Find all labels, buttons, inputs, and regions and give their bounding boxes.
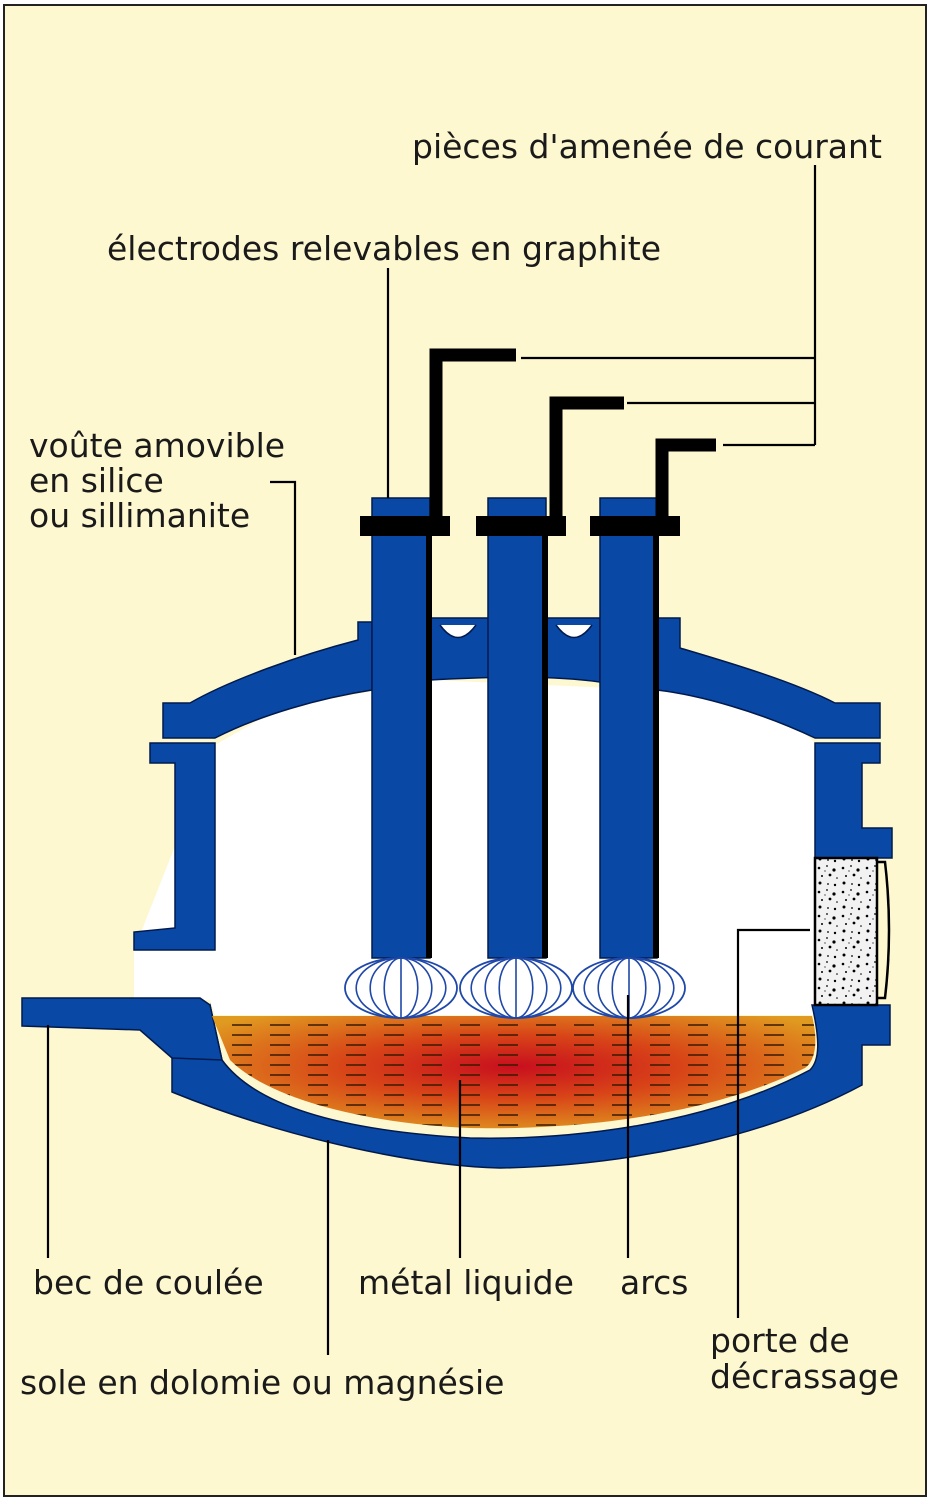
current-lead-1 [429, 348, 516, 520]
label-door-line1: porte de [710, 1321, 850, 1360]
electrode-2 [487, 497, 547, 959]
conductor-strip-3 [653, 530, 659, 958]
leader-lines [46, 165, 817, 1355]
clamp-3 [590, 516, 680, 536]
arc-3 [572, 957, 686, 1019]
electrodes [371, 497, 659, 959]
label-roof-line2: en silice [29, 461, 164, 500]
slag-door [813, 856, 879, 1007]
leader-door [736, 928, 810, 1318]
hearth-lining [171, 1003, 891, 1169]
slag-door-hinge [877, 860, 891, 1000]
roof-right [656, 617, 881, 739]
label-current-leads: pièces d'amenée de courant [412, 127, 882, 166]
label-arcs: arcs [620, 1263, 688, 1302]
current-lead-3 [655, 438, 716, 520]
arc-2 [459, 957, 573, 1019]
label-door-line2: décrassage [710, 1357, 899, 1396]
arcs [344, 957, 686, 1019]
pouring-spout [21, 997, 223, 1061]
conductor-strip-2 [542, 530, 548, 958]
liquid-metal-hatching [212, 1016, 816, 1129]
conductor-strip-1 [426, 530, 432, 958]
labels: pièces d'amenée de courant électrodes re… [20, 127, 899, 1402]
label-roof-line3: ou sillimanite [29, 496, 250, 535]
label-roof-line1: voûte amovible [29, 426, 285, 465]
leader-roof [270, 480, 297, 655]
electrode-3 [599, 497, 658, 959]
electrode-1 [371, 497, 431, 959]
clamp-1 [360, 516, 450, 536]
clamp-2 [476, 516, 566, 536]
roof-left [162, 621, 373, 739]
leader-current-leads [521, 165, 817, 447]
roof-notch-right [555, 624, 593, 639]
roof-notch-left [439, 624, 477, 639]
current-lead-2 [549, 396, 624, 520]
label-hearth: sole en dolomie ou magnésie [20, 1363, 504, 1402]
arc-1 [344, 957, 458, 1019]
current-lead-pieces [360, 348, 716, 536]
label-liquid-metal: métal liquide [358, 1263, 574, 1302]
left-wall [133, 742, 216, 951]
label-spout: bec de coulée [33, 1263, 264, 1302]
label-electrodes: électrodes relevables en graphite [107, 229, 661, 268]
